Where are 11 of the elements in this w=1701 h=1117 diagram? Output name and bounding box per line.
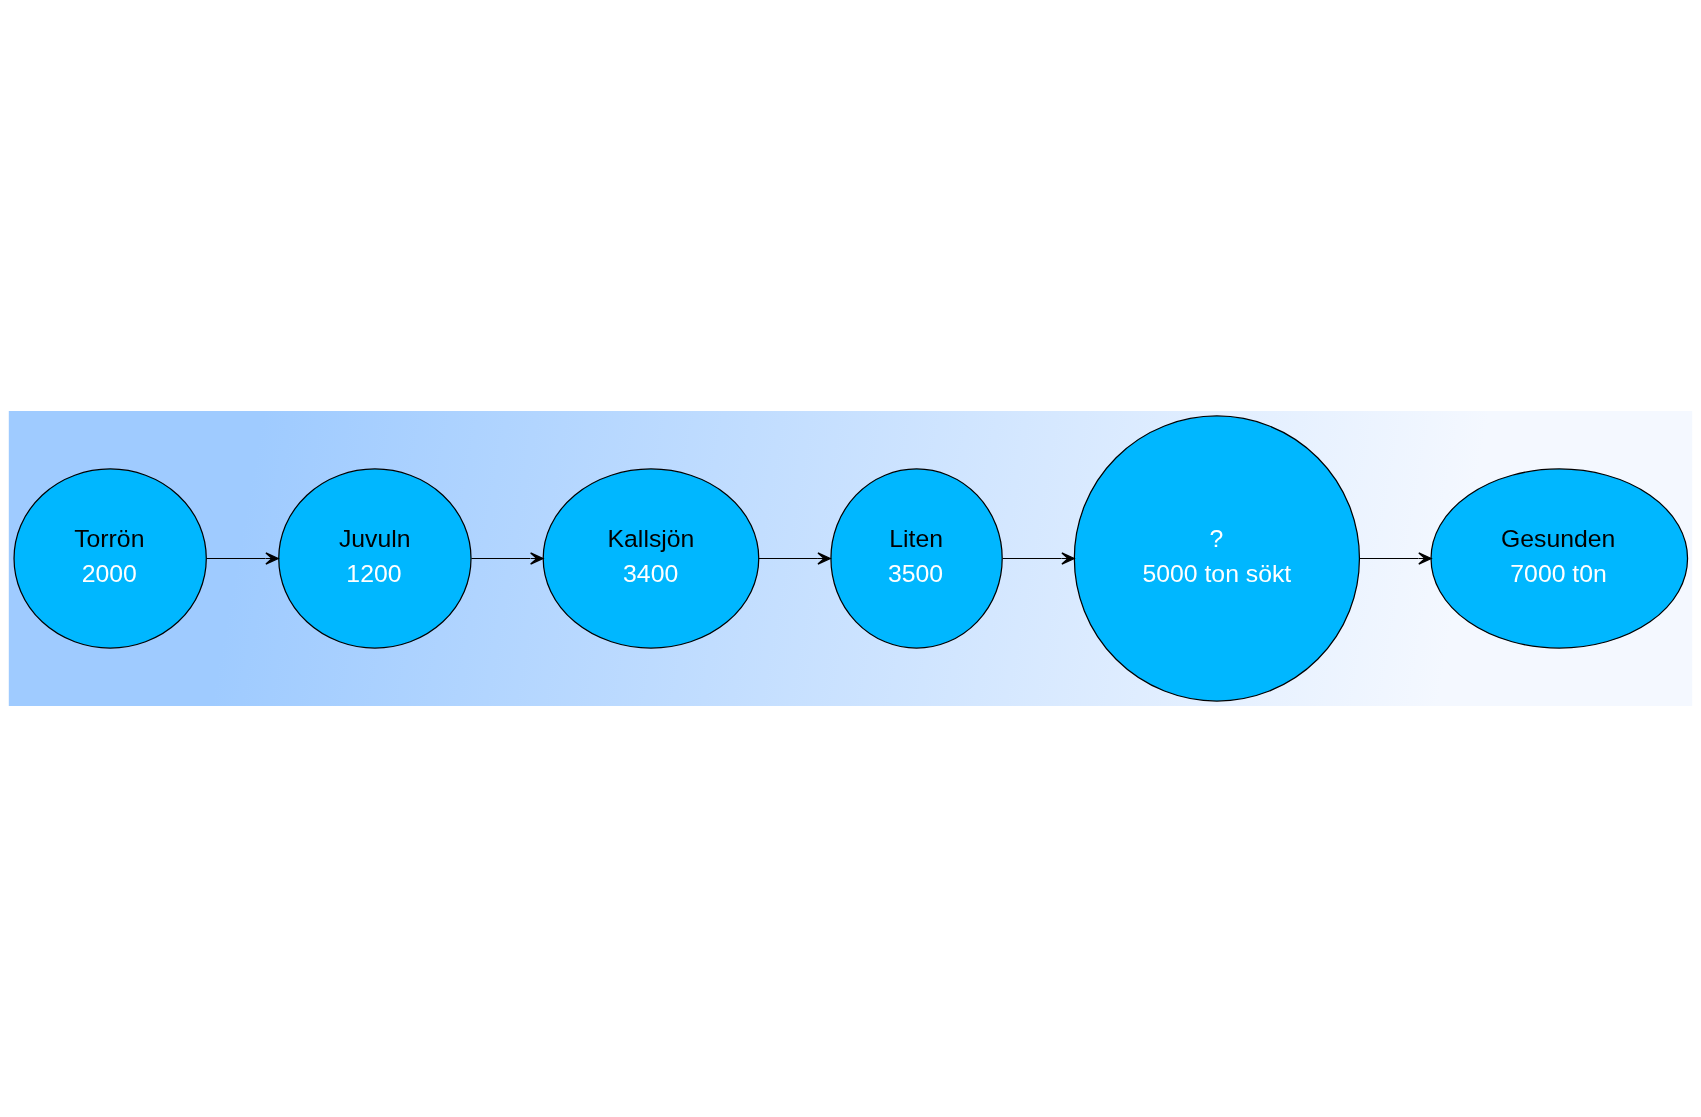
node-ellipse: Kallsjön 3400 bbox=[542, 468, 760, 649]
arrow bbox=[1002, 552, 1075, 565]
arrow bbox=[470, 552, 544, 565]
arrow bbox=[1359, 552, 1432, 565]
node-circle: Liten 3500 bbox=[830, 468, 1003, 649]
arrow bbox=[758, 552, 831, 565]
arrow bbox=[206, 552, 279, 565]
node-circle: Juvuln 1200 bbox=[278, 468, 472, 649]
node-circle: Torrön 2000 bbox=[13, 468, 207, 649]
node-circle: ? 5000 ton sökt bbox=[1073, 415, 1361, 702]
node-ellipse: Gesunden 7000 t0n bbox=[1430, 468, 1689, 649]
